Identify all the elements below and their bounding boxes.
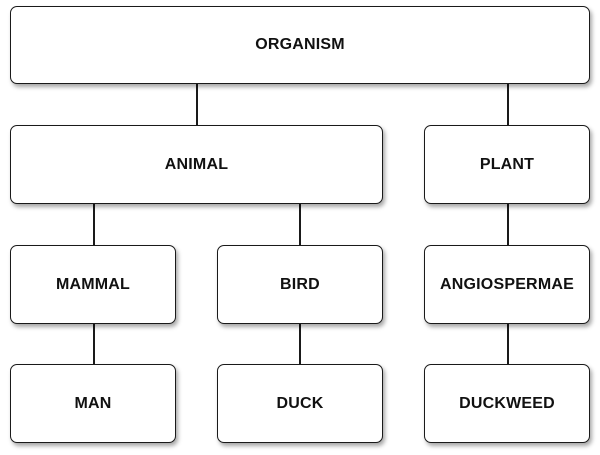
node-man: MAN	[10, 364, 176, 443]
connector-organism-animal	[196, 84, 198, 125]
node-label-organism: ORGANISM	[255, 36, 345, 53]
connector-mammal-man	[93, 324, 95, 364]
node-label-duck: DUCK	[276, 394, 324, 412]
node-label-angiospermae: ANGIOSPERMAE	[440, 275, 574, 293]
node-duckweed: DUCKWEED	[424, 364, 590, 443]
node-label-mammal: MAMMAL	[55, 275, 131, 293]
node-bird: BIRD	[217, 245, 383, 324]
node-label-plant: PLANT	[479, 155, 535, 173]
connector-plant-angiospermae	[507, 204, 509, 245]
node-label-animal: ANIMAL	[164, 155, 229, 173]
node-angiospermae: ANGIOSPERMAE	[424, 245, 590, 324]
node-duck: DUCK	[217, 364, 383, 443]
node-organism: ORGANISM	[10, 6, 590, 84]
connector-animal-mammal	[93, 204, 95, 245]
node-label-duckweed: DUCKWEED	[459, 394, 555, 412]
connector-organism-plant	[507, 84, 509, 125]
node-mammal: MAMMAL	[10, 245, 176, 324]
node-plant: PLANT	[424, 125, 590, 204]
connector-animal-bird	[299, 204, 301, 245]
connector-angiospermae-duckweed	[507, 324, 509, 364]
node-label-man: MAN	[74, 394, 112, 412]
connector-bird-duck	[299, 324, 301, 364]
node-label-bird: BIRD	[280, 275, 320, 293]
node-animal: ANIMAL	[10, 125, 383, 204]
